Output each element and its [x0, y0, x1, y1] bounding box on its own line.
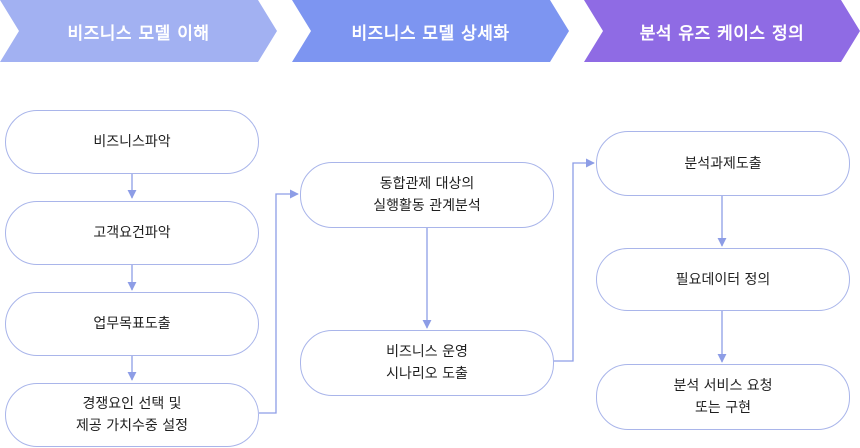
stage-label: 비즈니스 모델 상세화: [351, 23, 510, 44]
arrow-2-2-to-3-1: [553, 158, 595, 362]
box-text-line-1: 분석 서비스 요청: [673, 378, 773, 394]
box-text-line-1: 동합관제 대상의: [379, 176, 475, 192]
process-box-1-4: 경쟁요인 선택 및 제공 가치수중 설정: [5, 383, 259, 447]
stage-chevron-3: 분석 유즈 케이스 정의: [584, 0, 860, 62]
process-box-2-1: 동합관제 대상의 실행활동 관계분석: [300, 162, 554, 228]
chevron-shape: [0, 0, 277, 62]
box-text-line-2: 또는 구현: [695, 400, 751, 416]
box-text-line-2: 실행활동 관계분석: [373, 198, 481, 214]
stage-label: 분석 유즈 케이스 정의: [639, 23, 805, 44]
stage-label: 비즈니스 모델 이해: [67, 23, 210, 44]
process-box-3-3: 분석 서비스 요청 또는 구현: [596, 364, 850, 430]
process-box-3-1: 분석과제도출: [596, 131, 850, 196]
box-text: 업무목표도출: [93, 316, 171, 332]
process-box-3-2: 필요데이터 정의: [596, 248, 850, 311]
process-box-1-1: 비즈니스파악: [5, 110, 259, 174]
chevron-shape: [292, 0, 569, 62]
box-text: 필요데이터 정의: [675, 271, 771, 288]
box-text: 고객요건파악: [93, 225, 171, 241]
stage-chevron-1: 비즈니스 모델 이해: [0, 0, 277, 62]
box-text-line-1: 경쟁요인 선택 및: [82, 396, 182, 412]
box-text-line-2: 제공 가치수중 설정: [76, 418, 188, 434]
arrow-1-4-to-2-1: [259, 189, 299, 414]
box-text-line-1: 비즈니스 운영: [386, 344, 468, 360]
box-text: 분석과제도출: [684, 155, 762, 172]
process-box-2-2: 비즈니스 운영 시나리오 도출: [300, 330, 554, 396]
box-text: 비즈니스파악: [93, 134, 171, 150]
stage-chevron-2: 비즈니스 모델 상세화: [292, 0, 569, 62]
box-text-line-2: 시나리오 도출: [386, 366, 468, 382]
chevron-shape: [584, 0, 860, 62]
process-box-1-3: 업무목표도출: [5, 292, 259, 356]
process-box-1-2: 고객요건파악: [5, 201, 259, 265]
